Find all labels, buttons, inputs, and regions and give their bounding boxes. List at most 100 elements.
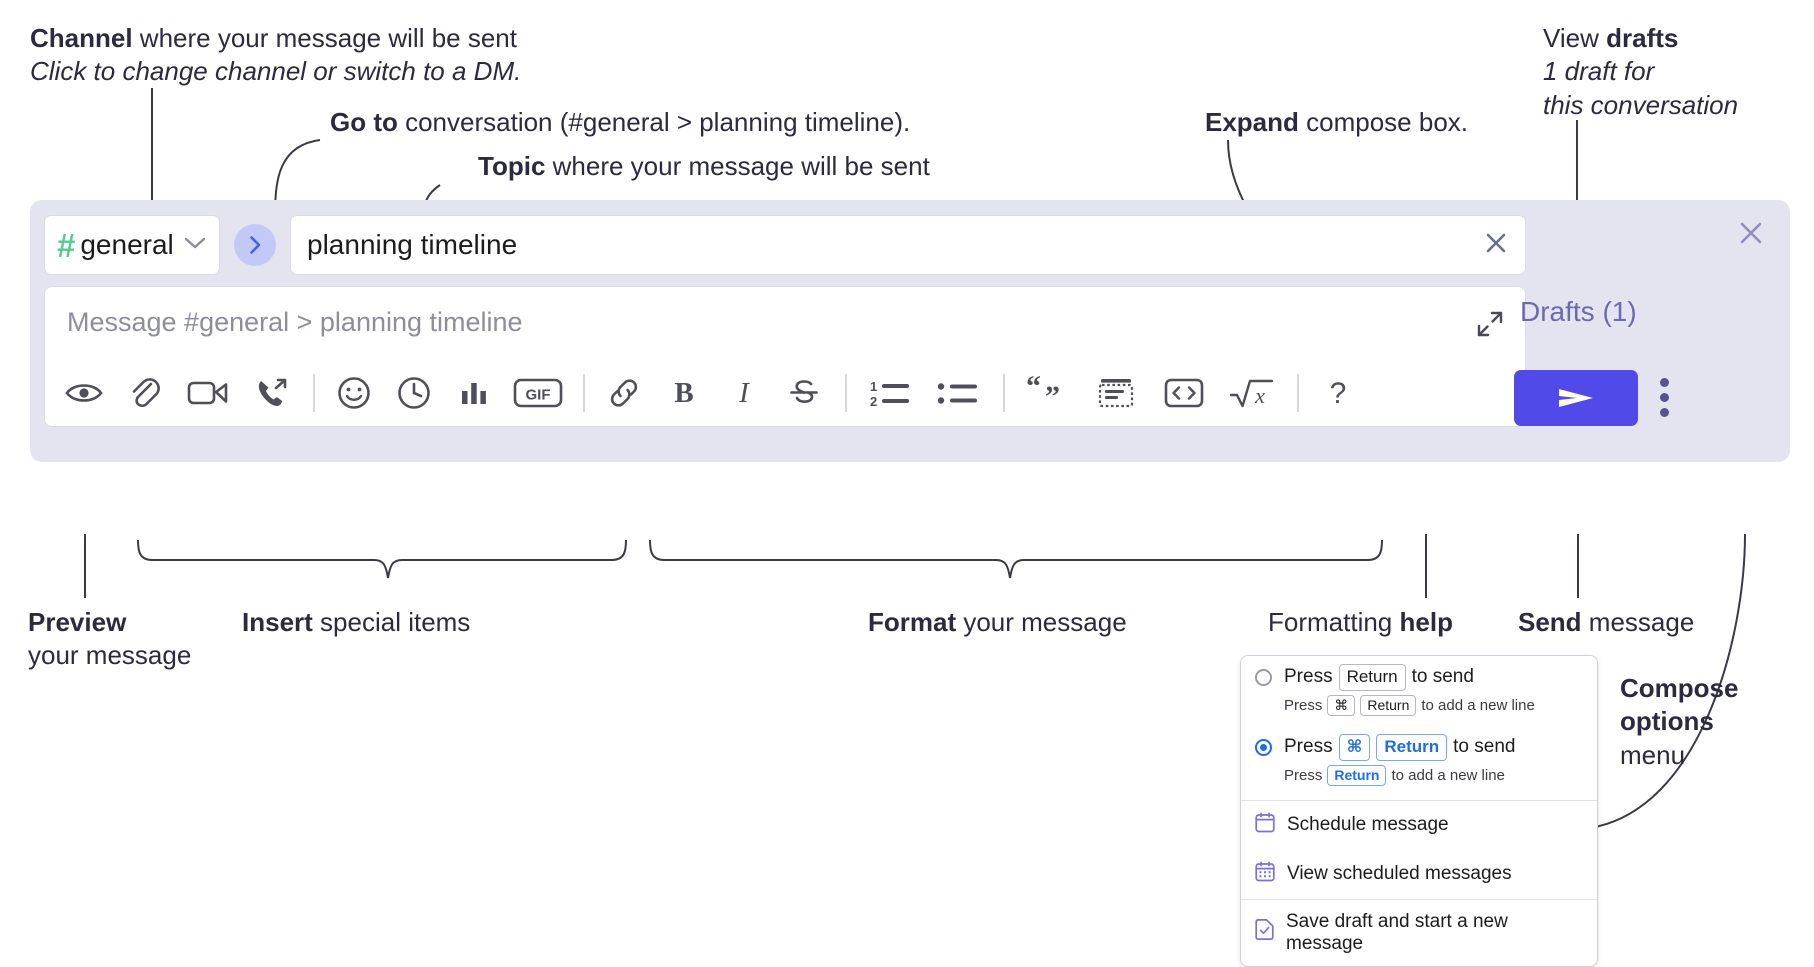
question-mark-icon[interactable]: ? (1315, 370, 1361, 416)
send-button[interactable] (1514, 370, 1638, 426)
gif-icon[interactable]: GIF (511, 370, 565, 416)
clear-topic-icon[interactable] (1481, 228, 1511, 263)
menu-item-schedule-message[interactable]: Schedule message (1241, 801, 1597, 850)
annotation-preview-bold: Preview (28, 607, 127, 637)
annotation-insert-bold: Insert (242, 607, 313, 637)
menu-divider (1241, 898, 1597, 900)
chevron-right-icon (250, 236, 261, 254)
radio-cmd-return-to-send[interactable] (1255, 738, 1272, 756)
svg-text:2: 2 (870, 394, 877, 409)
code-icon[interactable] (1157, 370, 1211, 416)
formatting-toolbar: GIF B I (45, 364, 1525, 426)
hash-icon: # (57, 226, 75, 264)
svg-text:B: B (674, 377, 693, 409)
svg-text:”: ” (1045, 380, 1060, 410)
menu-divider (1241, 799, 1597, 801)
key-return: Return (1338, 664, 1406, 691)
annotation-topic-rest: where your message will be sent (545, 151, 930, 181)
annotation-format-bold: Format (868, 607, 957, 637)
annotation-format-rest: your message (956, 607, 1127, 637)
annotation-channel-rest: where your message will be sent (132, 23, 517, 53)
bulleted-list-icon[interactable] (931, 370, 985, 416)
option-return-subtext: Press ⌘ Return to add a new line (1241, 693, 1597, 726)
svg-text:I: I (738, 377, 750, 409)
option-cmd-return-sub-pre: Press (1284, 766, 1323, 784)
annotation-topic-bold: Topic (478, 151, 546, 181)
italic-icon[interactable]: I (721, 370, 767, 416)
annotation-format: Format your message (868, 606, 1127, 639)
annotation-channel: Channel where your message will be sent … (30, 22, 521, 89)
menu-item-label: Schedule message (1287, 814, 1449, 836)
annotation-channel-sub: Click to change channel or switch to a D… (30, 56, 522, 87)
annotation-help-bold: help (1399, 607, 1453, 637)
expand-compose-icon[interactable] (1475, 309, 1505, 344)
option-cmd-return-post: to send (1453, 736, 1516, 758)
math-icon[interactable]: x (1225, 370, 1279, 416)
annotation-compose-options-bold2: options (1620, 706, 1714, 737)
key-return: Return (1376, 733, 1448, 761)
menu-item-view-scheduled-messages[interactable]: View scheduled messages (1241, 850, 1597, 899)
message-input-box[interactable]: Message #general > planning timeline (44, 286, 1526, 427)
option-cmd-return-label: Press ⌘ Return to send (1284, 733, 1516, 761)
emoji-icon[interactable] (331, 370, 377, 416)
close-compose-icon[interactable] (1734, 216, 1768, 255)
annotation-compose-options-rest: menu (1620, 739, 1686, 770)
annotation-drafts-sub1: 1 draft for (1543, 56, 1655, 87)
compose-options-button[interactable] (1660, 378, 1669, 417)
annotation-goto-bold: Go to (330, 107, 398, 137)
compose-right-column: Drafts (1) (1514, 214, 1774, 446)
annotation-goto-rest: conversation (#general > planning timeli… (397, 107, 911, 137)
compose-inner: # general planning timeline Message #gen… (44, 214, 1526, 427)
option-press-cmd-return-to-send[interactable]: Press ⌘ Return to send (1241, 726, 1597, 763)
key-return: Return (1360, 694, 1417, 716)
svg-text:GIF: GIF (526, 387, 551, 404)
menu-item-save-draft[interactable]: Save draft and start a new message (1241, 900, 1597, 966)
option-return-sub-post: to add a new line (1421, 696, 1535, 714)
svg-text:?: ? (1330, 377, 1347, 410)
option-press-return-to-send[interactable]: Press Return to send (1241, 656, 1597, 693)
annotation-expand: Expand compose box. (1205, 106, 1468, 139)
channel-name: general (80, 229, 174, 260)
toolbar-divider (845, 374, 847, 412)
annotation-drafts-sub2: this conversation (1543, 89, 1739, 120)
calendar-schedule-icon (1255, 812, 1275, 839)
svg-text:1: 1 (870, 379, 877, 394)
blockquote-icon[interactable]: “ ” (1021, 370, 1075, 416)
eye-icon[interactable] (61, 370, 107, 416)
key-command: ⌘ (1327, 694, 1356, 716)
menu-item-label: View scheduled messages (1287, 863, 1512, 885)
annotation-drafts-pre: View (1543, 23, 1607, 53)
option-return-label: Press Return to send (1284, 664, 1474, 691)
svg-text:x: x (1254, 383, 1265, 408)
poll-bar-chart-icon[interactable] (451, 370, 497, 416)
link-icon[interactable] (601, 370, 647, 416)
menu-item-label: Save draft and start a new message (1286, 910, 1508, 954)
video-camera-icon[interactable] (181, 370, 235, 416)
phone-call-icon[interactable] (249, 370, 295, 416)
topic-field[interactable]: planning timeline (290, 215, 1526, 275)
annotation-compose-options-bold1: Compose (1620, 673, 1739, 703)
bold-icon[interactable]: B (661, 370, 707, 416)
drafts-link[interactable]: Drafts (1) (1520, 296, 1637, 327)
message-placeholder: Message #general > planning timeline (67, 307, 523, 337)
channel-selector[interactable]: # general (44, 215, 220, 275)
toolbar-divider (1003, 374, 1005, 412)
annotation-goto: Go to conversation (#general > planning … (330, 106, 910, 139)
topic-value: planning timeline (307, 229, 518, 260)
option-return-pre: Press (1284, 666, 1333, 688)
ordered-list-icon[interactable]: 1 2 (863, 370, 917, 416)
code-block-icon[interactable] (1089, 370, 1143, 416)
goto-conversation-button[interactable] (234, 224, 276, 266)
strikethrough-icon[interactable] (781, 370, 827, 416)
compose-panel: # general planning timeline Message #gen… (30, 200, 1790, 462)
paperclip-icon[interactable] (121, 370, 167, 416)
option-cmd-return-subtext: Press Return to add a new line (1241, 763, 1597, 796)
annotation-help: Formatting help (1268, 606, 1453, 639)
key-command: ⌘ (1338, 733, 1371, 761)
annotation-insert: Insert special items (242, 606, 470, 639)
annotation-preview: Preview your message (28, 606, 191, 673)
radio-return-to-send[interactable] (1255, 668, 1272, 686)
clock-icon[interactable] (391, 370, 437, 416)
send-arrow-icon (1559, 389, 1593, 407)
annotation-expand-rest: compose box. (1298, 107, 1469, 137)
